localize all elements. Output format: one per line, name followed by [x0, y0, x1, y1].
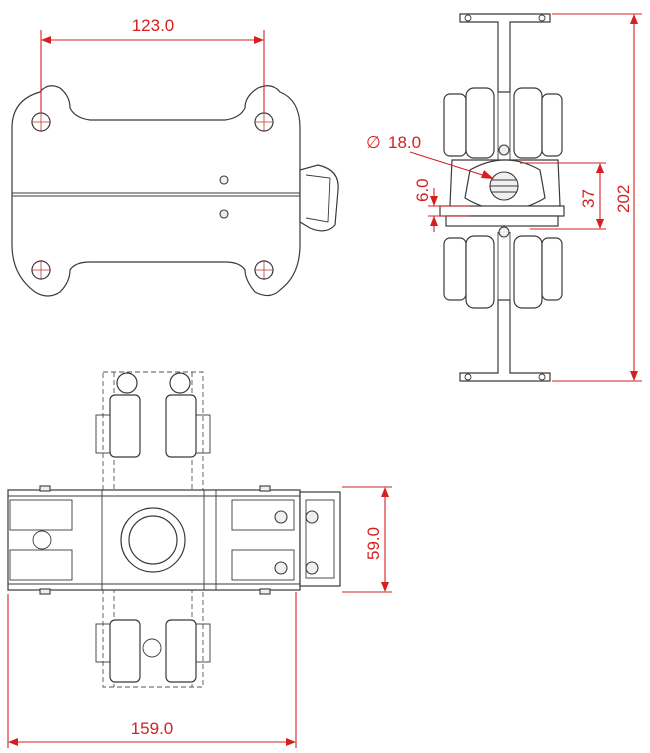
- dim-top-width-label: 123.0: [132, 16, 175, 35]
- bottom-view-cross: [7, 371, 341, 688]
- dim-bottom-width: [7, 592, 297, 748]
- dim-small-height-label: 6.0: [413, 178, 432, 202]
- dim-total-height-label: 202: [614, 185, 633, 213]
- dim-total-height: [552, 13, 642, 382]
- top-view-plate: [11, 85, 339, 297]
- dim-side-height: [342, 486, 392, 593]
- dim-center-gap-label: 37: [579, 189, 598, 208]
- dim-bottom-width-label: 159.0: [131, 719, 174, 738]
- dim-center-gap: [520, 162, 606, 230]
- dim-diameter-label: 18.0: [388, 133, 421, 152]
- dim-top-width: [40, 30, 265, 112]
- dim-side-height-label: 59.0: [364, 527, 383, 560]
- dim-diameter: [409, 151, 494, 179]
- side-view-profile: [439, 13, 565, 382]
- dim-diameter-symbol: ∅: [366, 133, 381, 152]
- dim-small-height: [428, 188, 470, 232]
